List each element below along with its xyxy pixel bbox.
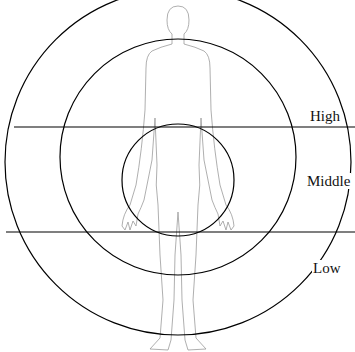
zone-label: Middle: [306, 173, 351, 189]
inner-circle: [122, 124, 234, 236]
zone-label: High: [309, 108, 341, 124]
zone-label: Low: [312, 260, 342, 276]
middle-circle: [60, 39, 296, 275]
outer-circle: [5, 0, 351, 335]
zone-divider: [6, 231, 355, 232]
zone-divider: [14, 126, 355, 127]
human-figure: [122, 6, 234, 350]
